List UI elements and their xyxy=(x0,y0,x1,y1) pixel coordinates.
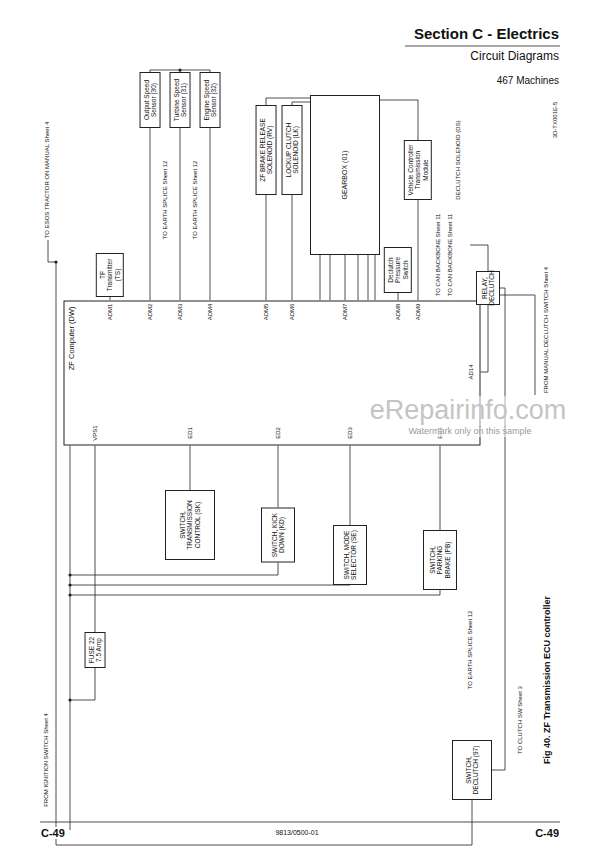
node-text: Turbine Speed Sensor (31) xyxy=(173,76,188,124)
junction-dot xyxy=(68,593,71,596)
gearbox-wire xyxy=(320,255,375,300)
node-text: ZF Computer (DW) xyxy=(67,306,76,370)
pin-name: ADM2 xyxy=(147,303,154,322)
wire-connector xyxy=(266,195,267,300)
document-number: 9813/0500-01 xyxy=(274,829,319,837)
wire-connector xyxy=(180,128,181,300)
wiring xyxy=(40,46,560,845)
wire-connector xyxy=(190,445,191,490)
wire-connector xyxy=(345,255,346,300)
wire-connector xyxy=(418,200,419,300)
watermark: Watermark only on this sample xyxy=(407,427,532,437)
node-text: SWITCH, PARKING BRAKE (PB) xyxy=(429,534,451,586)
node-text: TF Transmitter (TS) xyxy=(99,257,121,293)
rule xyxy=(40,46,560,822)
esos-wire xyxy=(48,240,56,262)
sensor-box: Turbine Speed Sensor (31) xyxy=(170,72,191,128)
wire-destination: TO ESOS TRACTOR ON MANUAL Sheet 4 xyxy=(44,121,51,239)
pin-name: ADM9 xyxy=(415,303,422,322)
pressure-switch-box: Declutch Pressure Switch xyxy=(384,247,412,293)
node-text: SWITCH, DECLUTCH (97) xyxy=(465,744,480,796)
node-text: GEARBOX (01) xyxy=(341,151,349,200)
node-text: SWITCH, TRANSMISSION CONTROL (SK) xyxy=(179,494,201,556)
figure-caption: Fig 40. ZF Transmission ECU controller xyxy=(543,595,553,765)
transmitter-box: TF Transmitter (TS) xyxy=(96,253,124,297)
wire-destination: TO CLUTCH SW Sheet 3 xyxy=(517,685,524,755)
pin-name: ADM7 xyxy=(342,303,349,322)
solenoid-wire xyxy=(266,98,310,105)
wire-destination: TO EARTH SPLICE Sheet 12 xyxy=(467,610,474,691)
subtitle: Circuit Diagrams xyxy=(469,50,560,63)
wire-connector xyxy=(278,445,279,508)
switch-wire xyxy=(70,562,440,595)
watermark: eRepairinfo.com xyxy=(369,396,568,426)
pin-name: ADM6 xyxy=(289,303,296,322)
wire-connector xyxy=(350,445,351,525)
solenoid-box: ZF BRAKE RELEASE SOLENOID (RV) xyxy=(256,105,277,195)
page-number: C-49 xyxy=(40,827,66,839)
wire-connector xyxy=(398,293,399,300)
junction-dot xyxy=(68,583,71,586)
controller-wire xyxy=(380,100,418,140)
pin-name: ADM4 xyxy=(207,303,214,322)
solenoid-box: LOCKUP CLUTCH SOLENOID (LK) xyxy=(282,105,303,195)
node-text: Vehicle Controller Transmission Module xyxy=(407,144,429,196)
junction-dot xyxy=(68,698,71,701)
relay-box: RELAY, DECLUTCH xyxy=(476,271,500,305)
pin-name: AD14 xyxy=(468,363,475,380)
fuse-wire xyxy=(70,668,95,700)
pin-name: ED1 xyxy=(187,426,194,440)
wire-connector xyxy=(210,128,211,300)
wire-connector xyxy=(492,288,505,770)
junction-dot xyxy=(68,573,71,576)
wire-connector xyxy=(480,305,488,372)
fuse-box: FUSE 22 7.5 Amp xyxy=(85,632,106,668)
node-text: SWITCH, KICK DOWN (KD) xyxy=(271,512,286,559)
switch-box: SWITCH, KICK DOWN (KD) xyxy=(261,508,295,563)
pin-name: ADM1 xyxy=(107,303,114,322)
sensor-box: Engine Speed Sensor (32) xyxy=(200,72,221,128)
wire-destination: FROM MANUAL DECLUTCH SWITCH Sheet 4 xyxy=(543,266,550,394)
node-text: RELAY, DECLUTCH xyxy=(481,270,496,305)
gearbox-box: GEARBOX (01) xyxy=(310,95,380,255)
node-text: Declutch Pressure Switch xyxy=(387,251,409,289)
controller-box: Vehicle Controller Transmission Module xyxy=(404,140,432,200)
node-text: ZF BRAKE RELEASE SOLENOID (RV) xyxy=(259,109,274,191)
pin-name: ADM8 xyxy=(395,303,402,322)
node-text: LOCKUP CLUTCH SOLENOID (LK) xyxy=(285,109,300,191)
wire-connector xyxy=(150,128,151,300)
node-text: Engine Speed Sensor (32) xyxy=(203,76,218,124)
page-number: C-49 xyxy=(534,827,560,839)
node-text: SWITCH, MODE SELECTOR (SE) xyxy=(343,529,358,581)
wire-destination: TO CAN BACKBONE Sheet 11 xyxy=(435,213,442,298)
pin-name: ADM5 xyxy=(263,303,270,322)
switch-box: SWITCH, DECLUTCH (97) xyxy=(452,740,492,800)
wire-connector xyxy=(292,195,293,300)
node-text: FUSE 22 7.5 Amp xyxy=(88,636,103,664)
switch-box: SWITCH, MODE SELECTOR (SE) xyxy=(333,525,367,585)
wire-destination: TO EARTH SPLICE Sheet 12 xyxy=(192,160,199,241)
node-text: Output Speed Sensor (30) xyxy=(143,76,158,124)
wire-connector xyxy=(440,445,441,530)
pin-name: VPS1 xyxy=(92,424,99,441)
pin-name: ED2 xyxy=(275,426,282,440)
pin-name: ED3 xyxy=(347,426,354,440)
wire-connector xyxy=(95,445,96,632)
junction-dot xyxy=(54,260,57,263)
wire-destination: FROM IGNITION SWITCH Sheet 4 xyxy=(43,712,50,808)
wire-destination: TO CAN BACKBONE Sheet 11 xyxy=(447,213,454,298)
wire-destination: TO EARTH SPLICE Sheet 12 xyxy=(162,160,169,241)
pin-name: ADM3 xyxy=(177,303,184,322)
drawing-number: 3D-TX001E-5 xyxy=(552,101,559,140)
sensor-box: Output Speed Sensor (30) xyxy=(140,72,161,128)
page-title: Section C - Electrics xyxy=(413,26,560,43)
switch-box: SWITCH, PARKING BRAKE (PB) xyxy=(423,530,457,590)
machine-label: 467 Machines xyxy=(496,75,560,86)
switch-box: SWITCH, TRANSMISSION CONTROL (SK) xyxy=(165,490,215,560)
component-label: DECLUTCH SOLENOID (DS) xyxy=(455,119,462,200)
